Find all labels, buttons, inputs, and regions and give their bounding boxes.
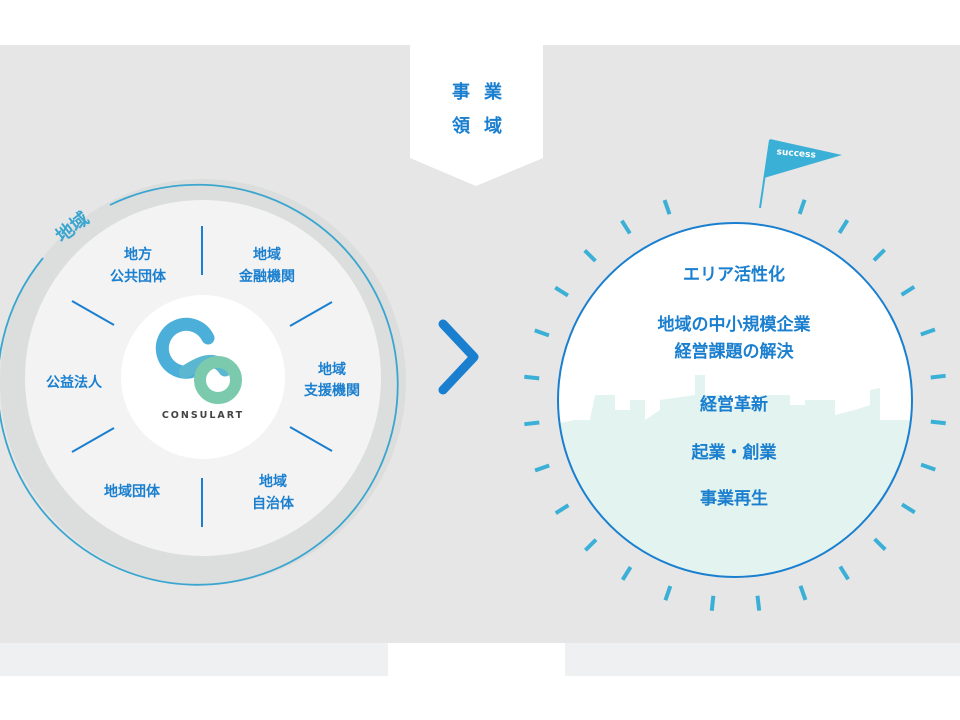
item-4-line1: 地域	[259, 473, 287, 490]
tick-mark	[663, 585, 673, 601]
header-line2: 領域	[452, 115, 516, 137]
flag-label: success	[776, 147, 816, 160]
city-skyline	[558, 375, 912, 577]
header-line1: 事業	[452, 81, 516, 103]
tick-mark	[838, 565, 850, 581]
tick-mark	[755, 595, 762, 611]
focus-area-1: エリア活性化	[683, 264, 785, 285]
footer-strip-left	[0, 643, 388, 676]
tick-mark	[620, 565, 633, 581]
tick-mark	[900, 285, 916, 297]
ticks	[524, 199, 946, 611]
tick-mark	[873, 537, 887, 551]
tick-mark	[662, 199, 672, 215]
footer-strip-right	[565, 643, 960, 676]
tick-mark	[709, 595, 716, 611]
tick-mark	[798, 585, 808, 601]
focus-area-5: 事業再生	[700, 488, 768, 509]
item-4-line2: 自治体	[252, 495, 295, 512]
spokes	[71, 226, 333, 527]
tick-mark	[920, 327, 936, 337]
item-2-line2: 金融機関	[238, 268, 295, 285]
focus-area-2-line1: 地域の中小規模企業	[658, 314, 811, 335]
item-2-line1: 地域	[253, 246, 281, 263]
tick-mark	[872, 248, 886, 262]
tick-mark	[534, 463, 550, 473]
header-tab	[410, 45, 543, 186]
tick-mark	[797, 199, 807, 215]
circle-outline	[557, 222, 913, 578]
item-6: 公益法人	[46, 374, 103, 391]
tick-mark	[524, 420, 540, 427]
tick-mark	[534, 328, 550, 338]
item-1-line2: 公共団体	[110, 268, 167, 285]
item-5: 地域団体	[104, 483, 161, 500]
focus-area-4: 起業・創業	[691, 442, 777, 463]
tick-mark	[584, 538, 598, 552]
focus-area-2-line2: 経営課題の解決	[675, 341, 795, 362]
tick-mark	[583, 249, 597, 263]
tick-mark	[837, 219, 850, 235]
item-1-line1: 地方	[124, 246, 152, 263]
chevron-right-icon	[438, 319, 479, 395]
consulart-logo-icon	[155, 317, 242, 404]
tick-mark	[554, 503, 570, 515]
tick-mark	[930, 419, 946, 426]
item-3-line1: 地域	[318, 361, 346, 378]
tick-mark	[930, 373, 946, 380]
tick-mark	[920, 462, 936, 472]
focus-area-3: 経営革新	[700, 394, 768, 415]
tick-mark	[620, 219, 632, 235]
tick-mark	[524, 374, 540, 381]
flag-icon	[764, 139, 842, 178]
logo-text: CONSULART	[162, 410, 244, 421]
tick-mark	[554, 285, 570, 298]
tick-mark	[900, 502, 916, 515]
item-3-line2: 支援機関	[303, 382, 360, 399]
ring-arc	[0, 183, 399, 586]
